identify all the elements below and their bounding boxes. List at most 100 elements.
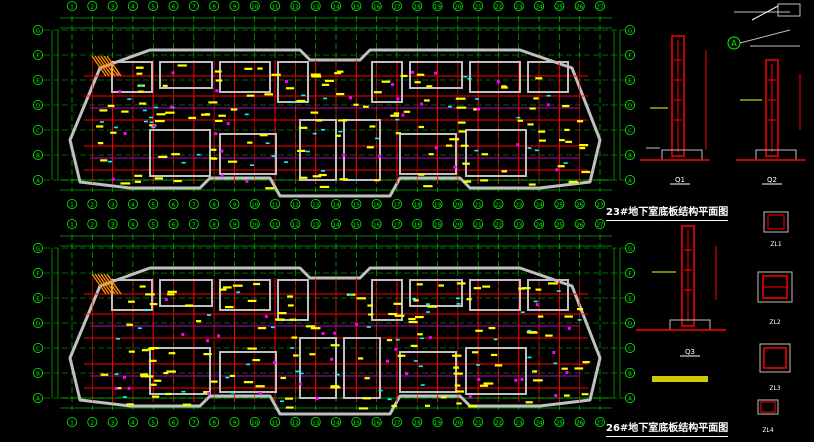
pb-axis-label-col: 25 [556, 222, 563, 228]
detail-q2-label: Q2 [767, 176, 777, 184]
pt-slab-mark [455, 97, 466, 100]
pb-slab-mark [479, 384, 489, 387]
pt-axis-label-col: 10 [251, 4, 258, 10]
pb-slab-mark [203, 391, 210, 394]
pt-column-mark [434, 146, 438, 150]
pb-axis-label-col: 5 [151, 420, 155, 426]
pb-axis-bubble-col [148, 416, 159, 427]
pb-slab-mark [468, 405, 477, 408]
plan-top-structure [68, 48, 602, 198]
pt-axis-bubble-col [391, 198, 402, 209]
pb-axis-bubble-col [270, 416, 281, 427]
pb-slab-mark [166, 370, 176, 373]
pt-slab-mark [156, 113, 166, 116]
pt-slab-mark [264, 93, 274, 96]
pt-axis-label-row: E [36, 78, 40, 84]
pt-axis-bubble-col [148, 1, 159, 11]
pt-slab-mark [564, 128, 570, 132]
pt-axis-bubble-row [625, 50, 636, 61]
pb-slab-mark [126, 403, 134, 406]
pt-slab-mark [374, 179, 380, 182]
pt-axis-bubble-col [412, 1, 423, 11]
pt-slab-mark [315, 119, 323, 122]
pt-axis-bubble-col [229, 198, 240, 209]
pb-axis-bubble-col [554, 218, 565, 229]
pb-slab-mark [415, 315, 424, 319]
pb-axis-bubble-col [67, 218, 78, 229]
pb-cyan-mark [456, 303, 461, 305]
pb-slab-mark [453, 366, 460, 369]
detail-zl4-label: ZL4 [762, 427, 773, 434]
pt-slab-mark [400, 74, 408, 78]
pb-slab-mark [518, 287, 525, 290]
pb-axis-bubble-col [310, 218, 321, 229]
pt-slab-mark [449, 138, 460, 141]
pb-slab-mark [163, 371, 169, 375]
pt-axis-bubble-col [412, 198, 423, 209]
pt-cyan-mark [312, 132, 317, 135]
pb-axis-bubble-col [574, 218, 585, 229]
pb-cyan-mark [527, 329, 532, 332]
pt-slab-mark [403, 110, 411, 113]
pt-axis-label-col: 26 [576, 4, 583, 10]
pt-stair-hatch [97, 55, 113, 77]
pb-slab-mark [455, 390, 465, 393]
pt-slab-mark [339, 178, 348, 181]
pb-axis-bubble-col [229, 218, 240, 229]
pb-axis-bubble-row [625, 267, 636, 278]
pb-axis-bubble-col [148, 218, 159, 229]
pt-column-mark [111, 177, 115, 181]
pt-cyan-mark [546, 94, 551, 97]
pb-slab-mark [253, 282, 261, 286]
pt-axis-label-row: G [628, 28, 632, 34]
pt-column-mark [214, 132, 218, 136]
pb-slab-mark [257, 327, 267, 330]
pb-slab-mark [408, 317, 416, 321]
pb-slab-mark [456, 402, 462, 405]
pb-axis-bubble-col [330, 416, 341, 427]
pt-axis-bubble-col [513, 198, 524, 209]
pt-slab-mark [579, 147, 586, 150]
pt-column-mark [152, 124, 156, 128]
pt-axis-label-row: A [36, 178, 40, 184]
pb-slab-mark [391, 404, 397, 408]
pb-slab-mark [330, 344, 340, 347]
pt-column-mark [220, 174, 224, 178]
pb-slab-mark [144, 375, 154, 378]
pt-cyan-mark [320, 128, 325, 131]
pb-slab-mark [488, 326, 496, 330]
pb-cyan-mark [299, 372, 304, 375]
pt-axis-label-col: 26 [576, 202, 583, 208]
pb-slab-mark [471, 351, 479, 354]
pb-column-mark [330, 357, 334, 361]
pt-room-wall [371, 61, 403, 103]
pt-axis-label-col: 22 [495, 4, 502, 10]
pt-axis-label-row: D [628, 103, 632, 109]
pt-slab-mark [154, 177, 164, 180]
pb-axis-bubble-row [625, 392, 636, 403]
pt-slab-mark [481, 153, 488, 156]
pb-slab-mark [563, 394, 570, 397]
pb-axis-bubble-row [33, 317, 44, 328]
pb-axis-bubble-col [391, 416, 402, 427]
pb-slab-mark [280, 376, 287, 380]
pb-slab-mark [154, 379, 162, 382]
pb-slab-mark [424, 404, 430, 407]
pb-column-mark [315, 397, 319, 401]
pb-axis-bubble-col [270, 218, 281, 229]
pt-axis-label-col: 2 [91, 4, 95, 10]
pb-cyan-mark [114, 373, 119, 375]
pt-cyan-mark [196, 153, 201, 156]
pt-axis-label-col: 2 [91, 202, 95, 208]
pb-slab-mark [210, 380, 218, 383]
pb-axis-label-col: 3 [111, 420, 115, 426]
pt-axis-bubble-row [33, 149, 44, 160]
pb-axis-bubble-col [574, 416, 585, 427]
pt-room-wall [343, 119, 381, 181]
pt-cyan-mark [127, 98, 132, 100]
pb-axis-bubble-col [595, 218, 606, 229]
pt-axis-label-col: 15 [353, 202, 360, 208]
pt-column-mark [245, 179, 249, 183]
pt-axis-bubble-col [67, 1, 78, 11]
pt-axis-label-col: 8 [212, 202, 216, 208]
